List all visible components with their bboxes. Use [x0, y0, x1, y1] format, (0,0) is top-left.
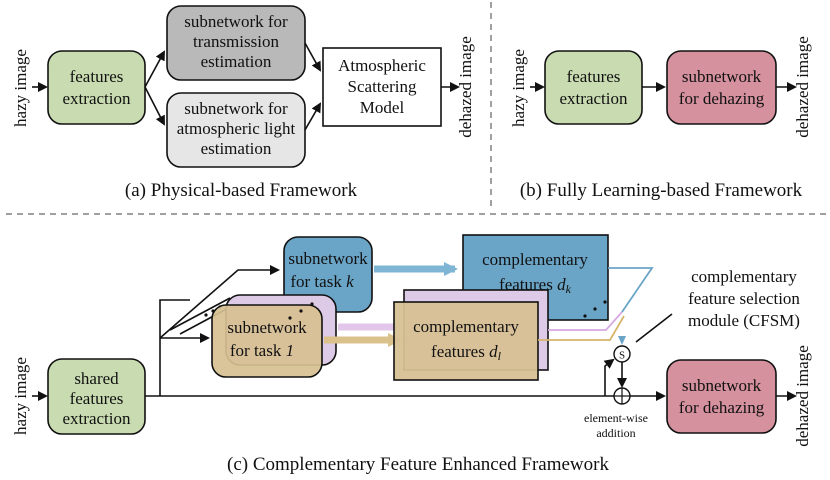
panel-a-scattering-box [322, 47, 442, 127]
panel-b-output-label: dehazed image [793, 36, 812, 137]
panel-a-scattering-line3: Model [360, 98, 405, 117]
panel-a: hazy image features extraction subnetwor… [11, 5, 475, 201]
panel-c-task-1-line2: for task 1 [230, 341, 294, 360]
panel-c-dehazing-box [666, 359, 777, 434]
panel-c-comp-1-line2: features dl [431, 342, 502, 363]
panel-b-features-box [544, 50, 643, 125]
panel-c-cfsm-line2: feature selection [688, 289, 800, 308]
panel-a-input-label: hazy image [11, 49, 30, 127]
panel-b-dehazing-box [666, 50, 777, 125]
panel-c-task-k-line2: for task k [290, 272, 354, 291]
panel-b-input-label: hazy image [509, 49, 528, 127]
panel-a-output-label: dehazed image [456, 36, 475, 137]
panel-c-dehazing-line1: subnetwork [682, 376, 762, 395]
panel-a-atmospheric-line2: atmospheric light [177, 119, 296, 138]
panel-c-output-label: dehazed image [793, 345, 812, 446]
panel-b-dehazing-line1: subnetwork [682, 67, 762, 86]
panel-a-transmission-line3: estimation [201, 52, 272, 71]
panel-a-scattering-line1: Atmospheric [338, 56, 426, 75]
panel-c: hazy image shared features extraction su… [11, 234, 812, 475]
panel-b-caption: (b) Fully Learning-based Framework [520, 180, 803, 201]
panel-a-features-line2: extraction [63, 89, 131, 108]
panel-a-transmission-line1: subnetwork for [184, 12, 288, 31]
panel-a-transmission-line2: transmission [193, 32, 279, 51]
panel-c-task-k-line1: subnetwork [288, 249, 368, 268]
panel-b: hazy image features extraction subnetwor… [509, 36, 812, 201]
panel-c-elementwise-line1: element-wise [584, 411, 648, 425]
panel-c-cfsm-line1: complementary [691, 267, 797, 286]
panel-c-task-1-line1: subnetwork [227, 318, 307, 337]
panel-b-features-line1: features [567, 67, 621, 86]
panel-c-comp-1-box [393, 301, 539, 381]
panel-c-caption: (c) Complementary Feature Enhanced Frame… [227, 454, 609, 475]
panel-a-scattering-line2: Scattering [348, 77, 417, 96]
panel-a-features-box [47, 50, 146, 125]
panel-c-input-label: hazy image [11, 357, 30, 435]
panel-a-atmospheric-line3: estimation [201, 139, 272, 158]
panel-c-cfsm-line3: module (CFSM) [688, 311, 800, 330]
panel-c-task-1-box [211, 304, 323, 378]
panel-c-shared-line2: features [70, 389, 124, 408]
panel-a-caption: (a) Physical-based Framework [125, 180, 358, 201]
panel-c-comp-k-line1: complementary [482, 250, 588, 269]
panel-c-shared-line3: extraction [63, 409, 131, 428]
panel-c-comp-1-line1: complementary [413, 317, 519, 336]
panel-a-features-line1: features [70, 67, 124, 86]
panel-b-features-line2: extraction [560, 89, 628, 108]
panel-a-atmospheric-line1: subnetwork for [184, 99, 288, 118]
panel-c-select-symbol: S [619, 350, 625, 362]
panel-c-dehazing-line2: for dehazing [679, 398, 765, 417]
panel-b-dehazing-line2: for dehazing [679, 89, 765, 108]
panel-c-elementwise-line2: addition [596, 426, 635, 440]
panel-c-shared-line1: shared [74, 369, 119, 388]
